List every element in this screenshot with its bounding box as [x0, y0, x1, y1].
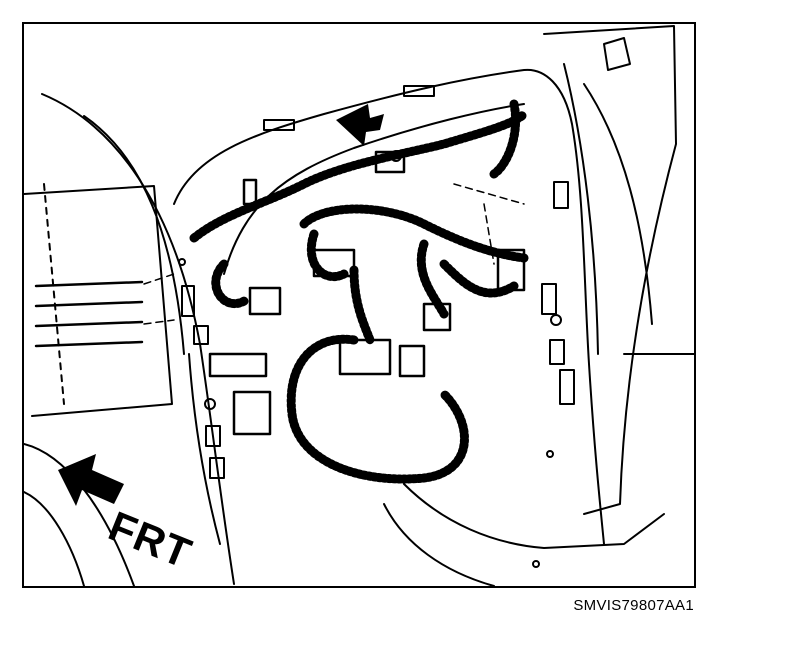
- retainer-clips: [181, 85, 575, 479]
- wiring-harness: [189, 99, 529, 484]
- vent-slats: [34, 280, 144, 348]
- dash-panel-outline: [24, 185, 173, 417]
- cluster-opening: [543, 25, 677, 515]
- diagram-frame: FRT: [22, 22, 696, 588]
- mounting-studs: [178, 150, 562, 568]
- instrument-cavity: [173, 68, 605, 545]
- front-arrow-icon: [58, 454, 124, 506]
- hidden-lines: [143, 183, 525, 325]
- view-arrow-icon: [336, 104, 384, 146]
- console-outline: [403, 483, 665, 549]
- wiring-harness-illustration: [24, 25, 694, 586]
- diagram-reference-code: SMVIS79807AA1: [573, 597, 694, 614]
